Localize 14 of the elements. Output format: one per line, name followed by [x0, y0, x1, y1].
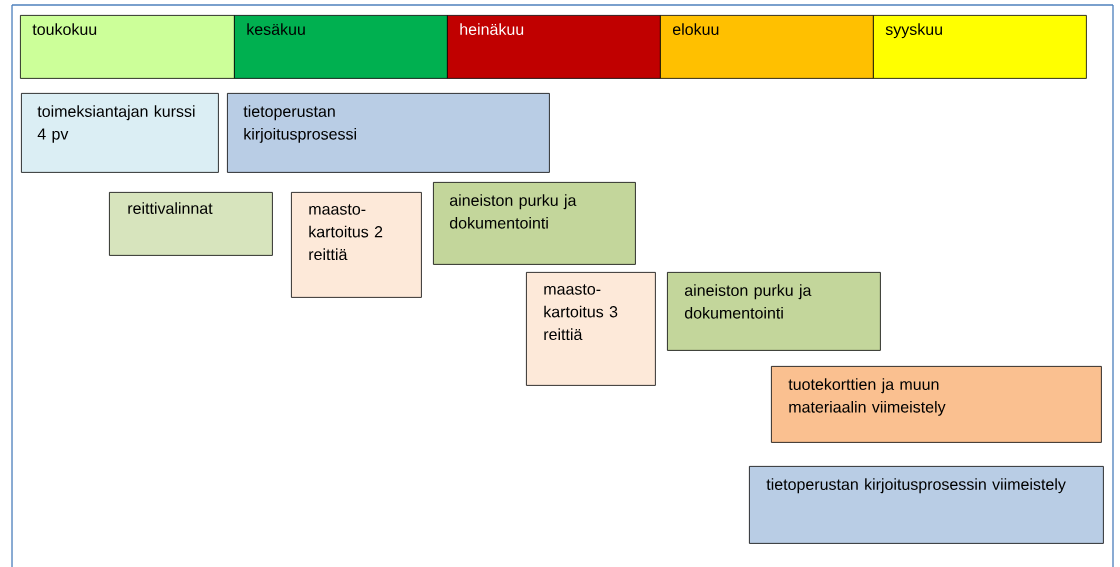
month-band: elokuu	[660, 15, 874, 79]
task-box: maasto- kartoitus 2 reittiä	[291, 192, 422, 298]
month-band: toukokuu	[20, 15, 235, 79]
task-box: tuotekorttien ja muun materiaalin viimeistely	[771, 366, 1102, 443]
task-box: toimeksiantajan kurssi 4 pv	[21, 93, 219, 173]
task-box: reittivalinnat	[109, 192, 273, 256]
task-box: aineiston purku ja dokumentointi	[433, 182, 636, 265]
task-box: tietoperustan kirjoitusprosessin viimeistely	[749, 466, 1104, 544]
month-band: kesäkuu	[234, 15, 448, 79]
month-band: syyskuu	[873, 15, 1087, 79]
task-box: maasto- kartoitus 3 reittiä	[526, 272, 656, 386]
task-box: aineiston purku ja dokumentointi	[667, 272, 881, 351]
month-band: heinäkuu	[447, 15, 661, 79]
task-box: tietoperustan kirjoitusprosessi	[227, 93, 550, 173]
